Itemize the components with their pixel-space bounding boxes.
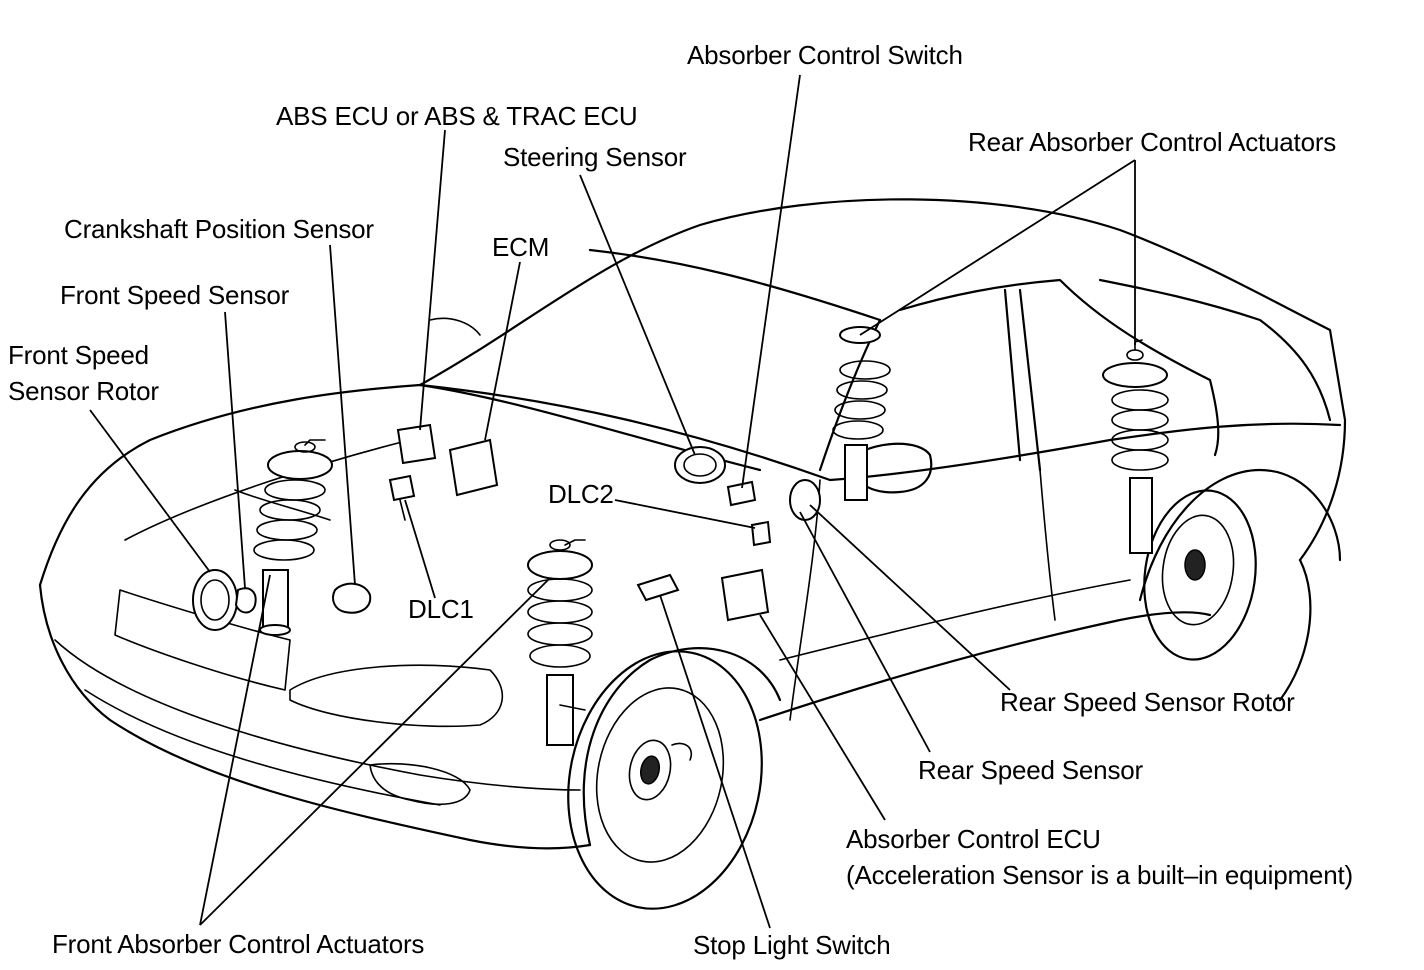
- front-speed-sensor-label: Front Speed Sensor: [60, 280, 290, 310]
- crankshaft-sensor-part: [332, 582, 372, 614]
- dlc1-part: [388, 474, 416, 521]
- rear-right-strut: [1102, 339, 1169, 554]
- abs-ecu-part: [396, 423, 437, 465]
- absorber-control-switch-part: [726, 480, 757, 507]
- dlc1-label: DLC1: [408, 594, 474, 624]
- dlc2-part: [750, 520, 772, 547]
- car-body: [38, 198, 1347, 850]
- front-speed-sensor-rotor-part: [192, 569, 238, 631]
- front-left-strut: [253, 439, 333, 636]
- absorber-control-ecu-part: [720, 568, 770, 622]
- rear-absorber-control-actuators-label: Rear Absorber Control Actuators: [968, 127, 1337, 157]
- stop-light-switch-label: Stop Light Switch: [693, 930, 891, 960]
- front-wheel: [567, 650, 763, 910]
- front-absorber-control-actuators-label: Front Absorber Control Actuators: [52, 929, 425, 959]
- ecm-part: [448, 438, 499, 497]
- ecm-label: ECM: [492, 232, 550, 262]
- rear-wheel: [1143, 489, 1257, 661]
- rear-speed-sensor-rotor-part: [789, 479, 821, 521]
- steering-sensor-label: Steering Sensor: [503, 142, 687, 172]
- front-speed-sensor-rotor-label: Front Speed Sensor Rotor: [8, 340, 159, 406]
- crankshaft-position-sensor-label: Crankshaft Position Sensor: [64, 214, 374, 244]
- absorber-control-switch-label: Absorber Control Switch: [687, 40, 963, 70]
- steering-sensor-part: [674, 446, 726, 484]
- front-right-strut: [527, 539, 593, 746]
- rear-left-strut: [832, 326, 891, 501]
- abs-ecu-label: ABS ECU or ABS & TRAC ECU: [276, 101, 638, 131]
- absorber-control-ecu-label: Absorber Control ECU (Acceleration Senso…: [846, 824, 1353, 890]
- rear-speed-sensor-label: Rear Speed Sensor: [918, 755, 1143, 785]
- stop-light-switch-part: [636, 573, 680, 602]
- front-speed-sensor-part: [234, 587, 257, 614]
- rear-speed-sensor-rotor-label: Rear Speed Sensor Rotor: [1000, 687, 1295, 717]
- leader-lines: [89, 74, 1136, 929]
- dlc2-label: DLC2: [548, 479, 614, 509]
